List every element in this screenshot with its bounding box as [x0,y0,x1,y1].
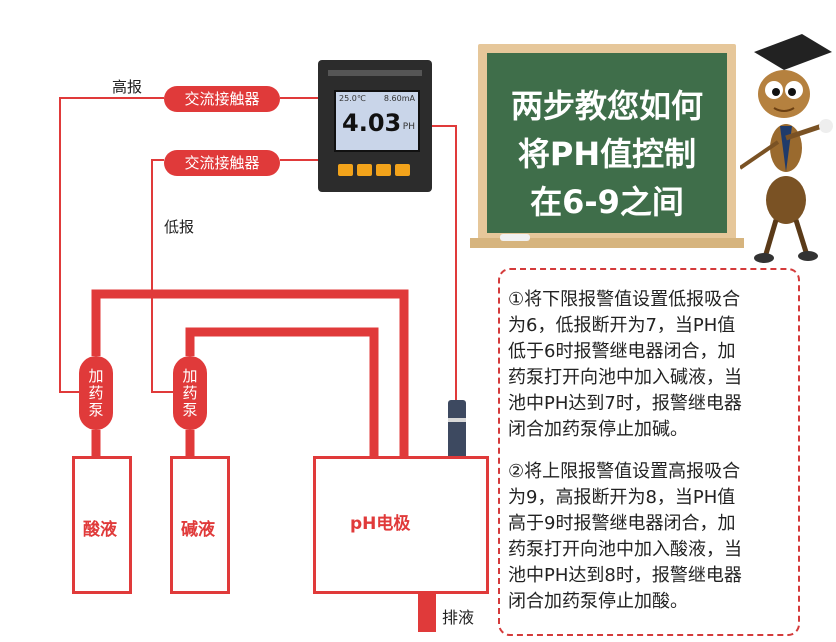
meter-temperature: 25.0℃ [339,94,366,103]
base-pipe [185,327,379,458]
step1-line: 闭合加药泵停止加碱。 [508,419,688,440]
pump-char: 加 [182,366,198,385]
meter-button[interactable] [338,164,353,176]
step2-line: 为9，高报断开为8，当PH值 [508,487,736,508]
reaction-pool: pH电极 [313,456,489,594]
meter-current: 8.60mA [383,94,415,103]
meter-button[interactable] [376,164,391,176]
drain-label: 排液 [442,608,475,627]
step1-line: 低于6时报警继电器闭合，加 [508,341,736,362]
ph-meter: 25.0℃ 8.60mA 4.03 PH [318,60,432,192]
acid-dosing-pump: 加 药 泵 [79,356,113,430]
step2-line: 池中PH达到8时，报警继电器 [508,565,742,586]
step2-line: 药泵打开向池中加入酸液，当 [508,539,742,560]
contactor-top: 交流接触器 [164,86,280,112]
board-line-3: 在6-9之间 [530,183,684,221]
acid-tank-label: 酸液 [83,520,117,540]
electrode-label: pH电极 [350,514,411,534]
board-line-1: 两步教您如何 [510,87,703,125]
low-alarm-label: 低报 [164,218,195,236]
pump-char: 泵 [88,400,104,419]
meter-reading: 4.03 [342,109,402,137]
base-tank: 碱液 [170,456,230,594]
acid-tank: 酸液 [72,456,132,594]
acid-pipe [91,289,409,458]
step1-line: 为6，低报断开为7，当PH值 [508,315,736,336]
board-line-2: 将PH值控制 [517,135,697,173]
step1-line: ①将下限报警值设置低报吸合 [508,289,741,310]
base-dosing-pump: 加 药 泵 [173,356,207,430]
chalk-icon [500,234,530,241]
step1-line: 药泵打开向池中加入碱液，当 [508,367,742,388]
meter-display: 25.0℃ 8.60mA 4.03 PH [334,90,420,152]
pump-char: 药 [88,383,104,402]
meter-probe-wire [432,125,457,402]
pump-char: 泵 [182,400,198,419]
high-alarm-label: 高报 [112,78,143,96]
pump-char: 加 [88,366,104,385]
chalk-tray [470,238,744,248]
low-alarm-wire [151,159,318,393]
contactor-bottom: 交流接触器 [164,150,280,176]
meter-unit: PH [402,122,415,132]
step2-line: 高于9时报警继电器闭合，加 [508,513,736,534]
chalkboard: 两步教您如何 将PH值控制 在6-9之间 [478,44,736,242]
step2-line: ②将上限报警值设置高报吸合 [508,461,741,482]
base-tank-label: 碱液 [181,520,215,540]
step1-line: 池中PH达到7时，报警继电器 [508,393,742,414]
explanation-panel: ①将下限报警值设置低报吸合 为6，低报断开为7，当PH值 低于6时报警继电器闭合… [498,268,800,636]
pump-char: 药 [182,383,198,402]
high-alarm-wire [59,97,318,393]
meter-button[interactable] [357,164,372,176]
step2-line: 闭合加药泵停止加酸。 [508,591,688,612]
meter-button[interactable] [395,164,410,176]
drain-pipe [418,592,436,632]
ant-teacher-icon [740,34,833,263]
meter-header-strip [328,70,422,76]
chalkboard-surface: 两步教您如何 将PH值控制 在6-9之间 [487,53,727,233]
